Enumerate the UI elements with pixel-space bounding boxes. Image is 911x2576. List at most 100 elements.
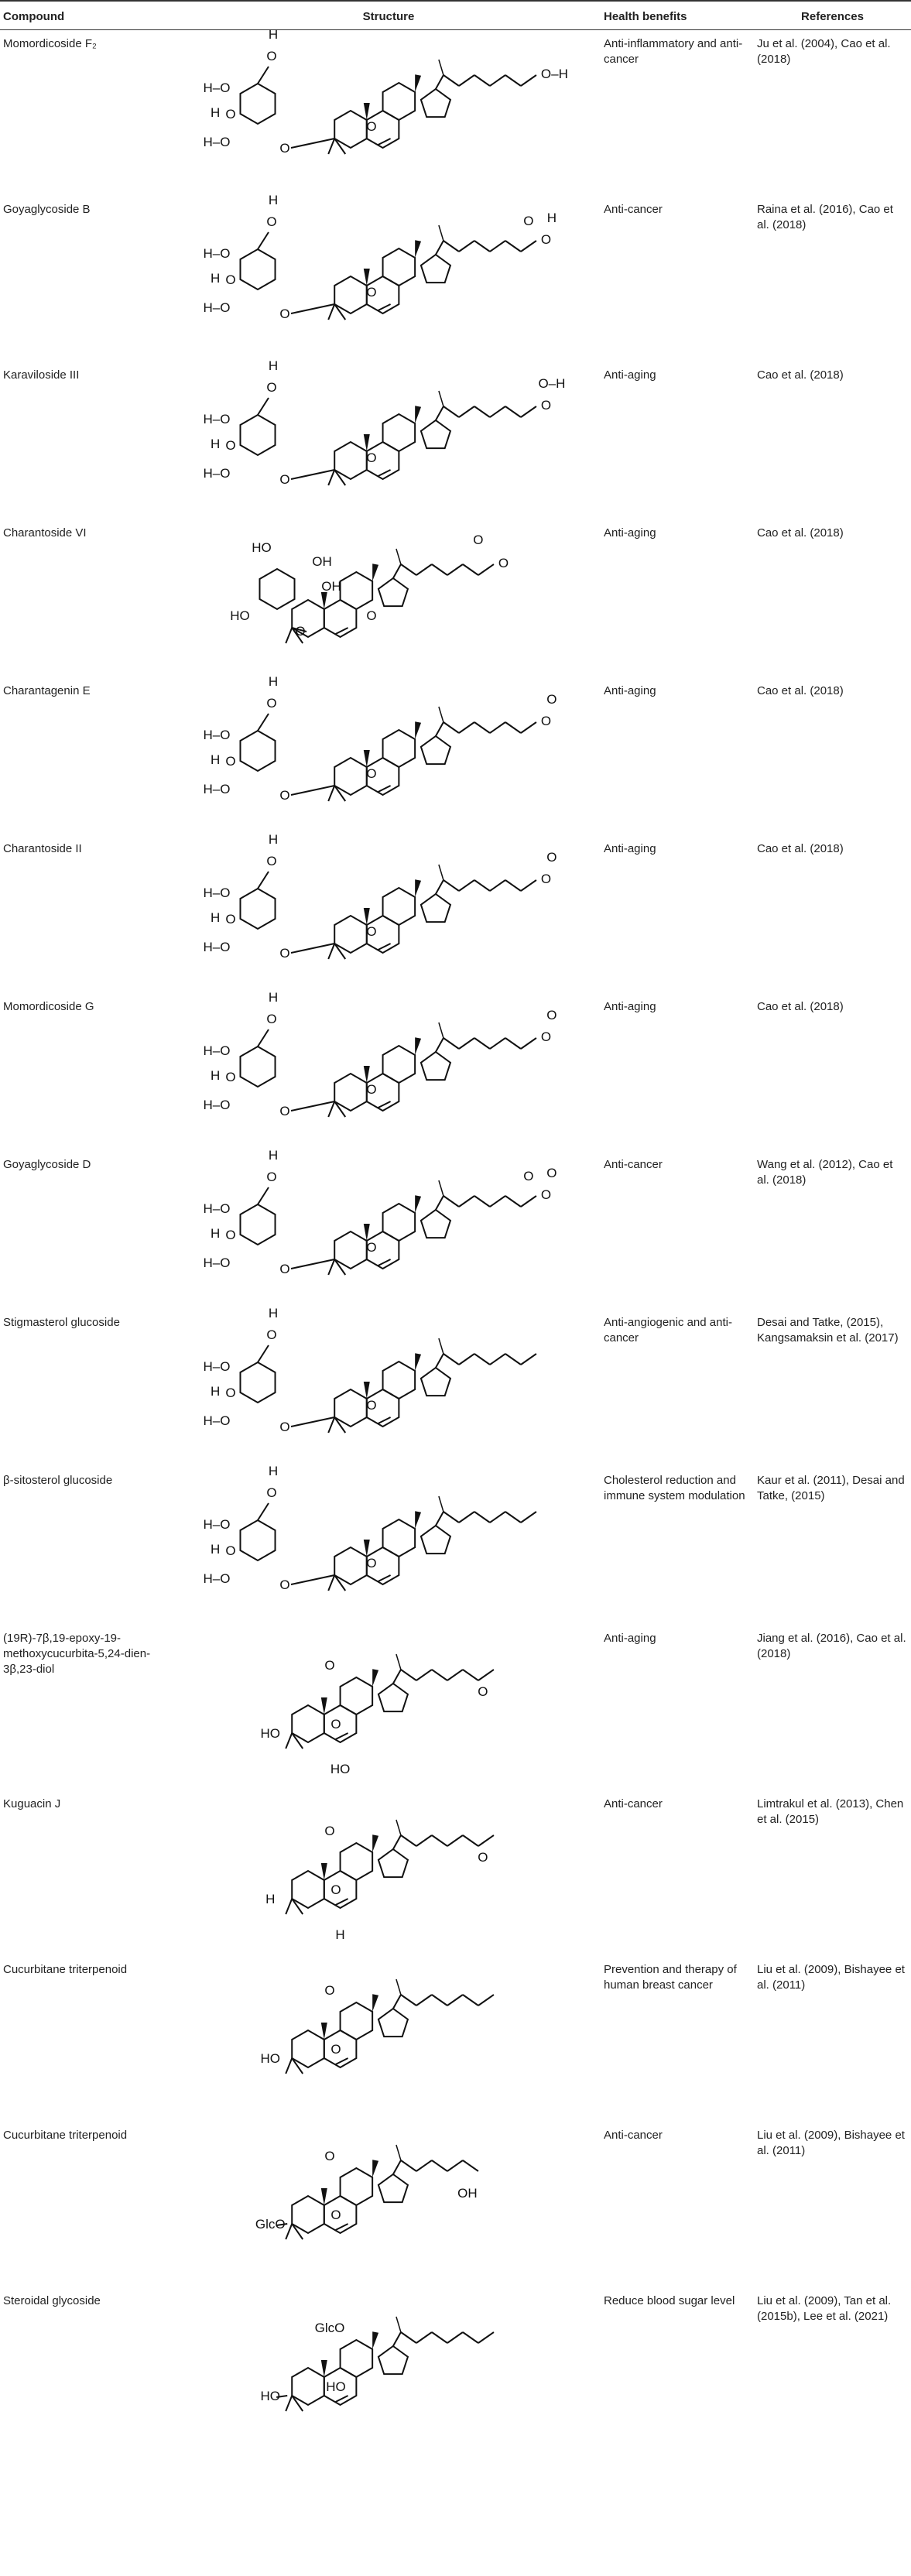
atom-label: O: [225, 438, 235, 453]
side-chain-bond: [458, 721, 475, 734]
ring-a: [334, 914, 368, 954]
side-methyl: [396, 2316, 402, 2333]
glucose-ring: [259, 567, 296, 611]
ring-c: [382, 81, 416, 122]
side-chain-bond: [392, 1669, 402, 1684]
side-chain-bond: [462, 1994, 479, 2006]
ring-c: [339, 1841, 374, 1882]
side-chain-bond: [443, 879, 460, 892]
ring-d: [420, 87, 452, 118]
atom-label: O: [546, 1008, 557, 1023]
health-benefits: Anti-cancer: [604, 1797, 663, 1810]
gem-methyl: [334, 1416, 347, 1434]
double-bond: [335, 2057, 349, 2065]
side-chain-bond: [462, 564, 479, 576]
atom-label: H: [269, 193, 278, 207]
methyl-wedge: [320, 2188, 327, 2205]
ring-c: [382, 1360, 416, 1400]
side-chain-bond: [474, 1195, 491, 1208]
methyl-wedge: [415, 240, 422, 258]
ch2-bond: [257, 1502, 269, 1521]
health-benefits: Anti-aging: [604, 842, 656, 855]
gem-methyl: [334, 943, 347, 960]
side-chain-bond: [443, 1195, 460, 1208]
compound-name: Charantoside II: [3, 842, 82, 855]
atom-label: O: [324, 1658, 334, 1673]
atom-label: GlcO: [315, 2321, 345, 2335]
side-chain-bond: [431, 1669, 448, 1681]
gem-methyl: [291, 1898, 304, 1915]
side-chain-bond: [520, 1511, 537, 1523]
glycosidic-bond: [291, 627, 307, 632]
header-structure: Structure: [176, 0, 601, 30]
atom-label: O: [279, 1577, 289, 1592]
gem-methyl: [327, 1416, 336, 1434]
side-chain-bond: [520, 721, 537, 734]
side-chain-bond: [458, 406, 475, 418]
atom-label: H–O: [204, 1359, 231, 1374]
atom-label: O: [541, 398, 551, 413]
compound-name: Momordicoside F₂: [3, 37, 97, 50]
atom-label: O: [279, 472, 289, 487]
side-chain-bond: [458, 879, 475, 892]
gem-methyl: [327, 303, 336, 320]
side-chain-bond: [443, 721, 460, 734]
ring-c: [382, 1044, 416, 1084]
atom-label: O: [366, 1398, 376, 1413]
side-chain-bond: [431, 564, 448, 576]
atom-label: H: [269, 1148, 278, 1163]
ring-d: [377, 2007, 409, 2038]
ring-a: [334, 1388, 368, 1428]
atom-label: H: [211, 1226, 220, 1241]
side-chain-bond: [400, 2160, 417, 2172]
atom-label: H: [211, 105, 220, 120]
atom-label: O: [279, 1104, 289, 1118]
double-bond: [378, 1101, 392, 1108]
side-methyl: [396, 1653, 402, 1670]
glucose-ring: [239, 887, 276, 930]
ring-a: [334, 756, 368, 796]
atom-label: HO: [326, 2379, 346, 2394]
side-chain-bond: [474, 240, 491, 252]
glucose-ring: [239, 248, 276, 291]
health-benefits: Anti-cancer: [604, 203, 663, 216]
gem-methyl: [327, 1574, 336, 1591]
side-methyl: [438, 224, 444, 242]
side-chain-bond: [400, 1994, 417, 2006]
atom-label: H: [211, 437, 220, 451]
double-bond: [335, 2395, 349, 2403]
atom-label: H–O: [204, 1043, 231, 1058]
ring-d: [420, 892, 452, 923]
side-chain-bond: [392, 1834, 402, 1850]
side-chain-bond: [489, 74, 506, 87]
references: Kaur et al. (2011), Desai and Tatke, (20…: [757, 1474, 905, 1502]
atom-label: HO: [230, 608, 250, 623]
references: Cao et al. (2018): [757, 526, 844, 540]
ring-d: [420, 253, 452, 284]
ring-a: [291, 2366, 325, 2406]
health-benefits: Anti-inflammatory and anti-cancer: [604, 37, 743, 66]
atom-label: H: [265, 1892, 275, 1906]
side-chain-bond: [435, 1195, 444, 1211]
side-chain-bond: [447, 2160, 464, 2172]
health-benefits: Anti-aging: [604, 684, 656, 697]
methyl-wedge: [372, 2160, 379, 2177]
methyl-wedge: [372, 1834, 379, 1852]
atom-label: O: [541, 714, 551, 728]
compound-table: Compound Structure Health benefits Refer…: [0, 0, 911, 2453]
glycosidic-bond: [290, 1574, 335, 1585]
